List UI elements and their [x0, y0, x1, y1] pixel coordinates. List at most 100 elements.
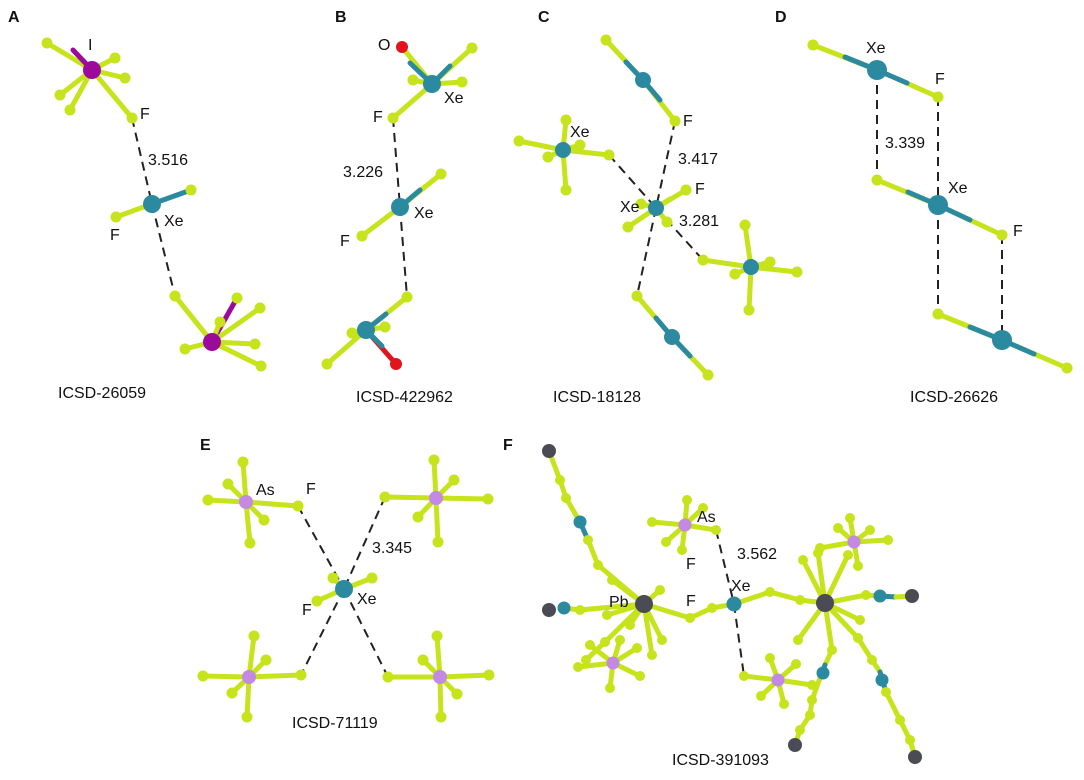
fluorine-atom — [895, 715, 905, 725]
fluorine-atom — [260, 654, 272, 666]
panel-d: D Xe F — [775, 9, 1073, 406]
fluorine-atom — [119, 72, 131, 84]
fluorine-atom — [827, 645, 837, 655]
fluorine-atom — [845, 513, 855, 523]
panel-a-distance-1: 3.516 — [148, 152, 188, 169]
fluorine-atom — [185, 184, 197, 196]
fluorine-atom — [635, 198, 647, 210]
fluorine-atom — [765, 587, 775, 597]
panel-f: F — [503, 437, 922, 769]
fluorine-atom — [779, 699, 789, 709]
fluorine-atom — [932, 308, 944, 320]
xenon-atom — [816, 666, 830, 680]
arsenic-atom — [433, 670, 447, 684]
fluorine-atom — [677, 545, 687, 555]
xenon-atom — [557, 601, 571, 615]
fluorine-atom — [202, 494, 214, 506]
panel-e: E — [197, 437, 495, 732]
arsenic-atom — [239, 495, 253, 509]
fluorine-atom — [197, 670, 209, 682]
contact-line — [715, 529, 735, 605]
bond — [437, 672, 492, 680]
fluorine-atom — [764, 256, 776, 268]
xenon-atom — [992, 330, 1012, 350]
bond — [767, 589, 803, 603]
fluorine-atom — [661, 216, 673, 228]
xenon-atom — [648, 200, 664, 216]
fluorine-atom — [680, 184, 692, 196]
panel-e-letter: E — [200, 437, 211, 454]
fluorine-atom — [483, 669, 495, 681]
panel-d-label-xe: Xe — [948, 180, 968, 197]
panel-e-label-f-top: F — [306, 481, 316, 498]
fluorine-atom — [791, 659, 801, 669]
arsenic-atom — [242, 670, 256, 684]
contact-line — [343, 588, 389, 678]
xenon-atom — [573, 515, 587, 529]
panel-d-label-f-mid: F — [1013, 223, 1023, 240]
fluorine-atom — [581, 655, 591, 665]
fluorine-atom — [379, 491, 391, 503]
xenon-atom — [743, 259, 759, 275]
fluorine-atom — [657, 635, 667, 645]
panel-c-caption: ICSD-18128 — [553, 389, 641, 406]
fluorine-atom — [237, 456, 249, 468]
fluorine-atom — [482, 493, 494, 505]
bond — [700, 257, 754, 270]
fluorine-atom — [126, 112, 138, 124]
fluorine-atom — [632, 643, 642, 653]
xenon-atom — [555, 142, 571, 158]
fluorine-atom — [222, 478, 234, 490]
panel-d-contacts — [876, 70, 1003, 340]
panel-d-label-f-top: F — [935, 71, 945, 88]
fluorine-atom — [881, 687, 891, 697]
contact-line — [392, 117, 401, 208]
fluorine-atom — [226, 687, 238, 699]
fluorine-atom — [295, 669, 307, 681]
contact-line — [655, 120, 676, 209]
fluorine-atom — [346, 327, 358, 339]
fluorine-atom — [853, 633, 863, 643]
fluorine-atom — [793, 635, 803, 645]
fluorine-atom — [542, 151, 554, 163]
fluorine-atom — [702, 369, 714, 381]
panel-d-label-xe-top: Xe — [866, 40, 886, 57]
fluorine-atom — [435, 168, 447, 180]
panel-a-atoms — [41, 37, 267, 372]
fluorine-atom — [865, 525, 875, 535]
contact-line — [608, 154, 657, 209]
fluorine-atom — [311, 595, 323, 607]
fluorine-atom — [428, 454, 440, 466]
panel-e-label-xe: Xe — [357, 591, 377, 608]
iodine-atom — [83, 61, 101, 79]
fluorine-atom — [807, 695, 817, 705]
panel-b-label-xe-top: Xe — [444, 90, 464, 107]
panel-c-contacts — [608, 120, 704, 297]
fluorine-atom — [513, 135, 525, 147]
panel-f-distance-1: 3.562 — [737, 546, 777, 563]
xenon-atom — [391, 198, 409, 216]
panel-f-label-xe: Xe — [731, 578, 751, 595]
panel-b-caption: ICSD-422962 — [356, 389, 453, 406]
fluorine-atom — [791, 266, 803, 278]
panel-f-atoms — [542, 444, 922, 764]
arsenic-atom — [429, 491, 443, 505]
fluorine-atom — [407, 74, 419, 86]
panel-a-label-f-mid: F — [110, 227, 120, 244]
panel-b-label-f-mid: F — [340, 233, 350, 250]
panel-f-contacts — [715, 529, 745, 677]
fluorine-atom — [573, 662, 583, 672]
fluorine-atom — [585, 640, 595, 650]
fluorine-atom — [807, 680, 817, 690]
fluorine-atom — [593, 560, 603, 570]
fluorine-atom — [255, 360, 267, 372]
fluorine-atom — [231, 292, 243, 304]
fluorine-atom — [109, 52, 121, 64]
lead-atom — [635, 595, 653, 613]
bond — [200, 673, 252, 680]
fluorine-atom — [602, 610, 612, 620]
fluorine-atom — [382, 671, 394, 683]
fluorine-atom — [905, 735, 915, 745]
bond — [577, 601, 647, 613]
xenon-atom — [357, 321, 375, 339]
